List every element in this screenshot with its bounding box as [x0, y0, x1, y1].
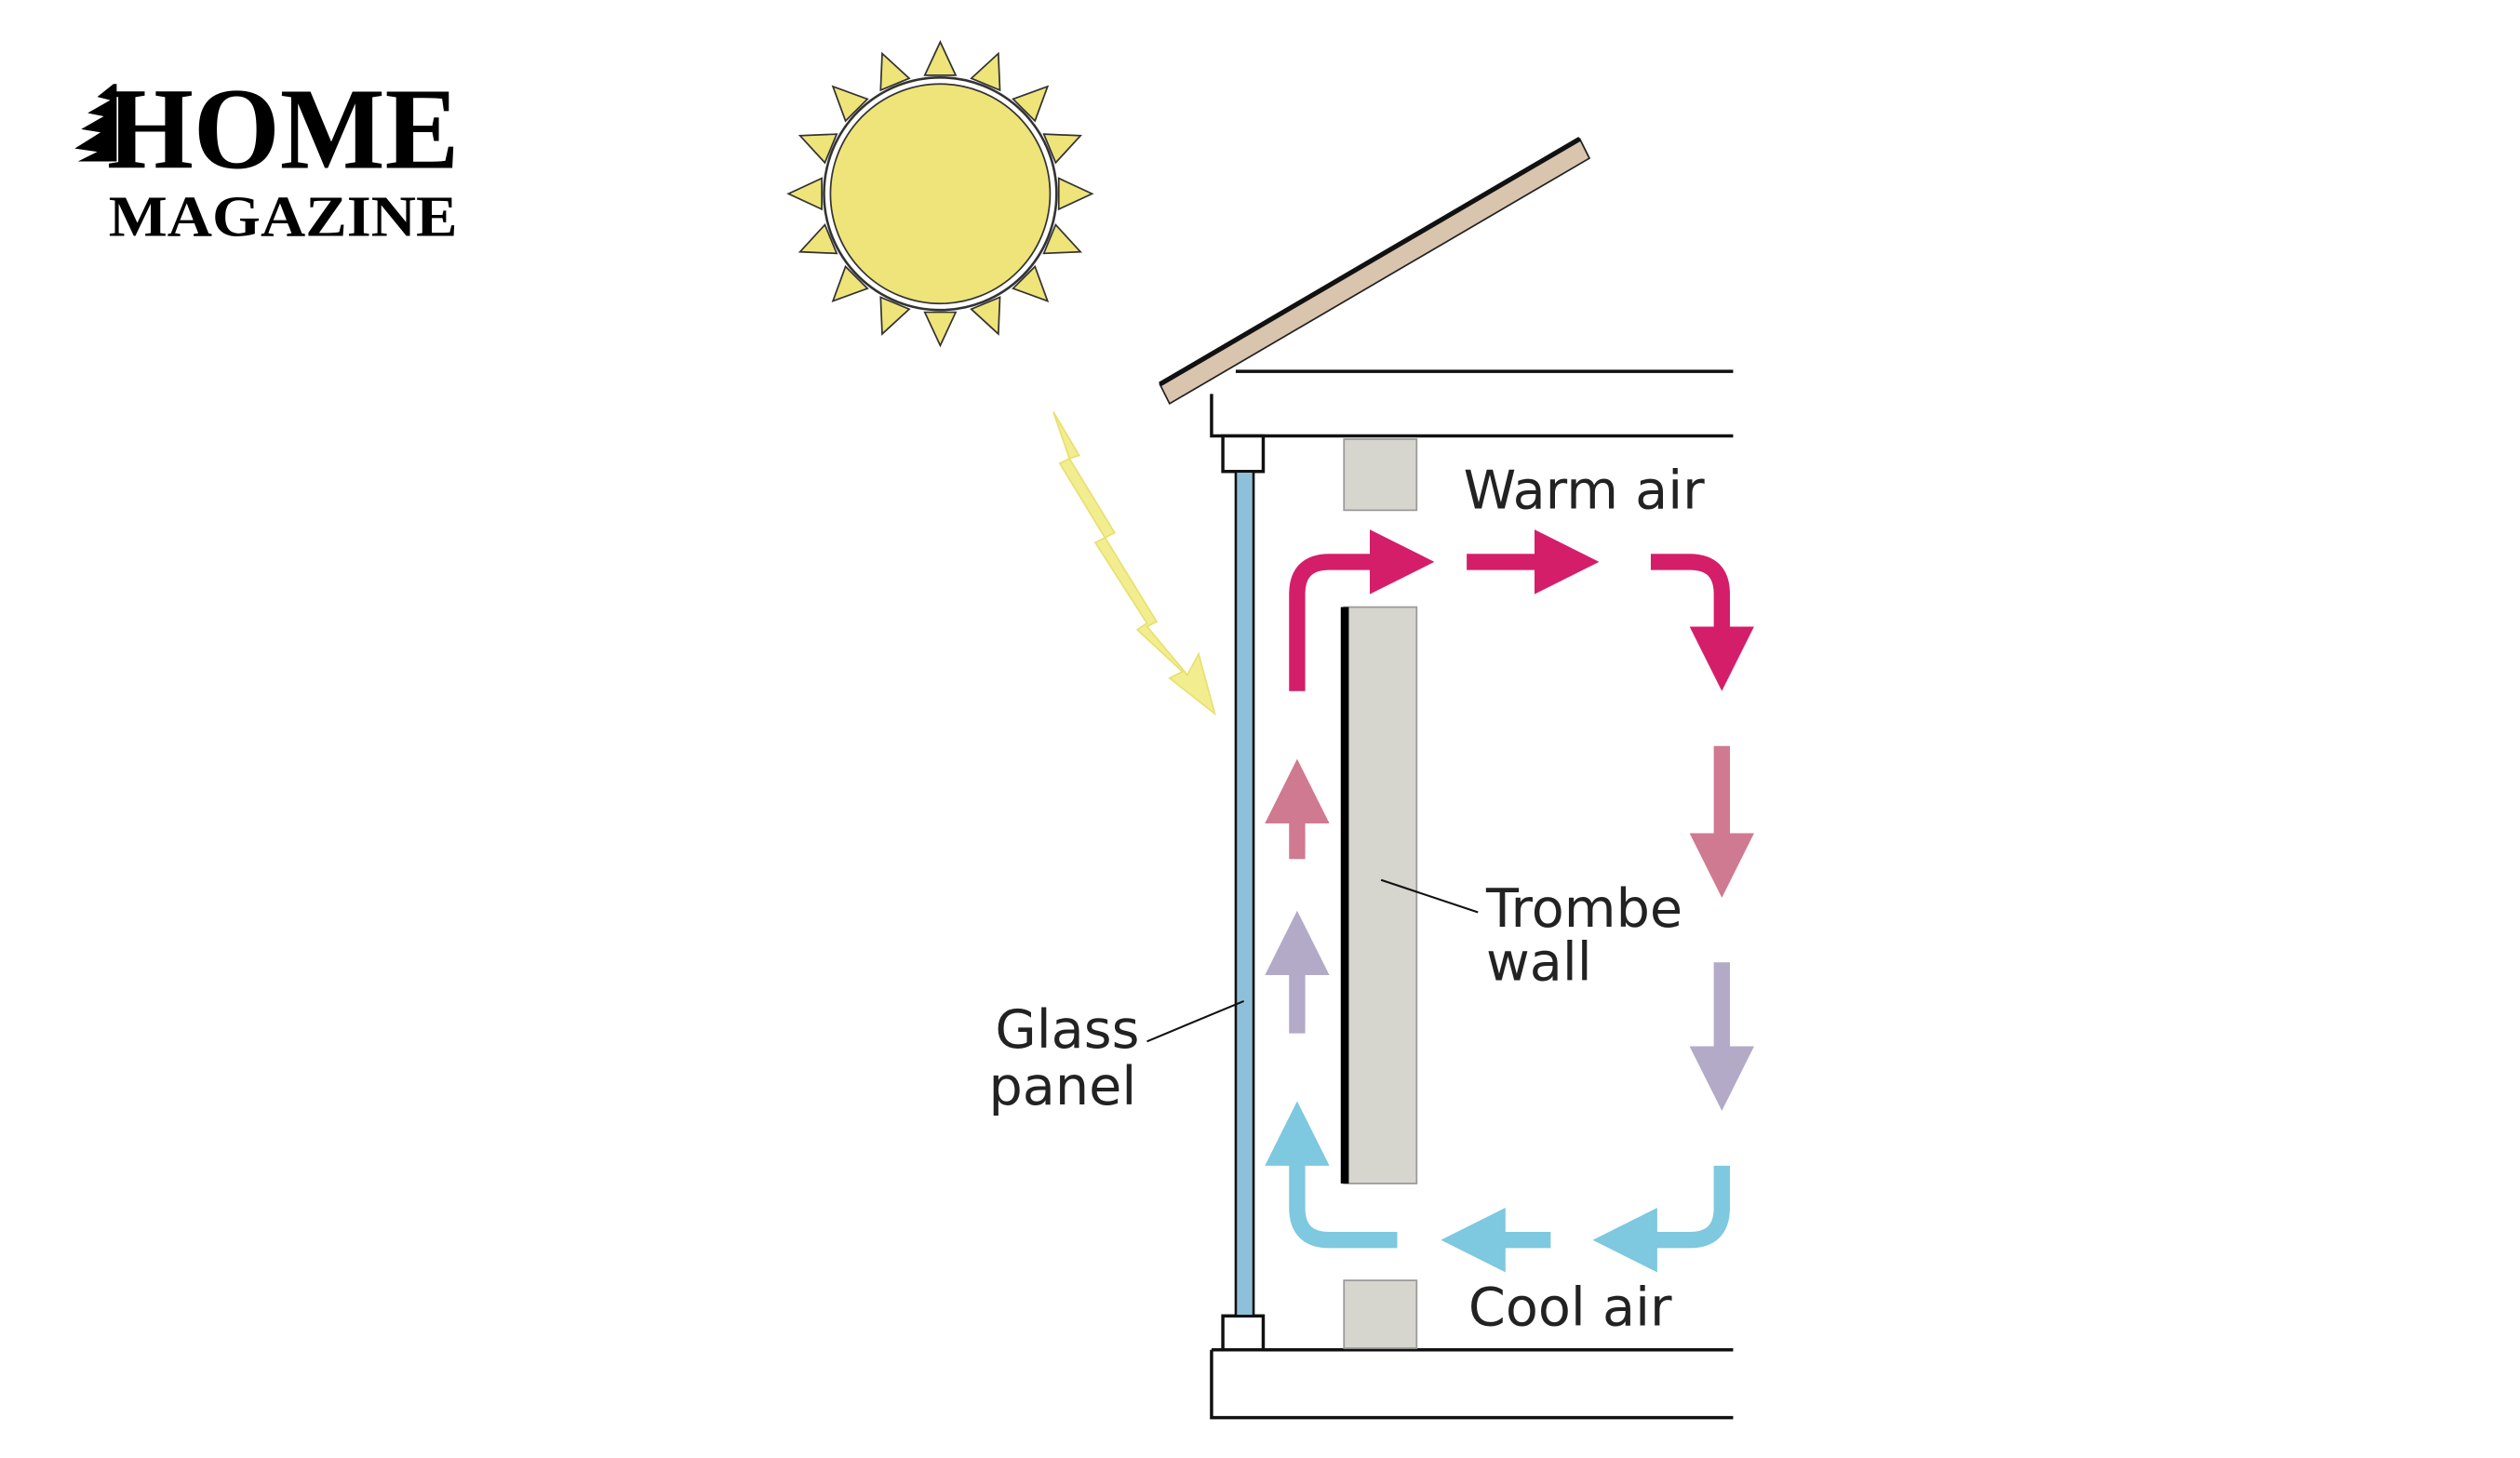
glass-panel-leader-line [1146, 999, 1245, 1043]
logo-magazine-text: MAGAZINE [109, 183, 458, 248]
home-magazine-logo: HOME MAGAZINE [74, 65, 459, 248]
building-structure [1210, 369, 1734, 1420]
sun-ray-triangle [1012, 264, 1050, 303]
airflow-arrows [1265, 529, 1755, 1273]
sun-ray-triangle [798, 222, 838, 255]
sun-ray-triangle [831, 264, 869, 303]
sun-ray-triangle [798, 133, 838, 165]
trombe-wall-label-line1: Trombe [1485, 877, 1682, 940]
sun-ray-triangle [1057, 177, 1094, 211]
roof [1159, 136, 1591, 406]
sun-ray-triangle [970, 296, 1001, 336]
sun-ray-triangle [879, 296, 911, 336]
trombe-wall-label-line2: wall [1486, 930, 1592, 993]
sun-ray-arrow [1052, 411, 1216, 716]
sun-ray-triangle [786, 177, 823, 211]
sun-ray-triangle [831, 85, 869, 123]
warm-air-arrow [1289, 529, 1435, 691]
sun-ray-triangle [879, 51, 911, 92]
sun-ray-triangle [923, 40, 958, 76]
cool-air-label: Cool air [1468, 1277, 1672, 1339]
sun-disc [829, 83, 1052, 305]
cedar-tree-icon [74, 84, 117, 162]
lower-vent [1343, 1279, 1418, 1349]
sun-ray-triangle [1042, 222, 1083, 255]
warm-air-label: Warm air [1464, 460, 1706, 522]
glass-panel-label-line2: panel [988, 1055, 1136, 1117]
glass-panel-label-line1: Glass [995, 998, 1139, 1061]
trombe-wall [1340, 606, 1418, 1184]
logo-home-text: HOME [107, 65, 459, 194]
warm-air-arrow [1650, 554, 1755, 691]
upper-vent [1343, 438, 1418, 512]
sun-icon [786, 40, 1094, 348]
trombe-wall-leader-line [1380, 878, 1479, 914]
glass-panel [1234, 470, 1255, 1318]
cool-air-arrow [1265, 1101, 1398, 1249]
sun-ray-triangle [970, 51, 1001, 92]
sun-ray-triangle [1042, 133, 1083, 165]
sun-ray-triangle [923, 311, 958, 348]
sun-ray-triangle [1012, 85, 1050, 123]
cool-air-arrow [1592, 1165, 1730, 1273]
